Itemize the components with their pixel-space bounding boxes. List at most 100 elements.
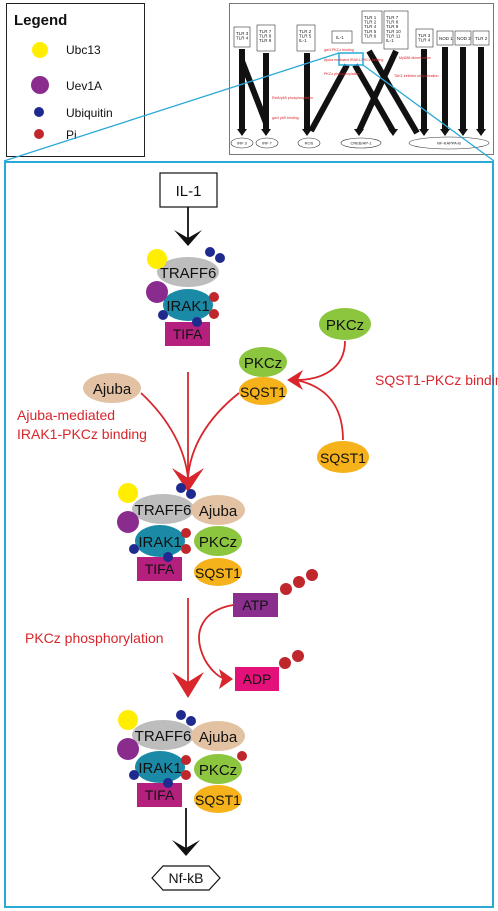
output-label: NF-KAPPA-B xyxy=(437,141,461,146)
adp-label: ADP xyxy=(243,671,272,687)
pi-dot xyxy=(181,755,191,765)
ubiquitin-dot xyxy=(215,253,225,263)
receptor-box xyxy=(383,10,409,50)
output-label: ROS xyxy=(305,141,314,146)
ubiquitin-dot xyxy=(163,552,173,562)
ajuba-binding-label-line2: IRAK1-PKCz binding xyxy=(17,426,147,442)
sqst1-label: SQST1 xyxy=(240,384,286,400)
phosphate-dot xyxy=(280,583,292,595)
adp-node xyxy=(235,667,279,691)
ubiquitin-dot xyxy=(129,770,139,780)
pkcz-free-node xyxy=(319,308,371,340)
complex-3: TRAFF6 IRAK1 TIFA Ajuba PKCz SQST1 xyxy=(117,710,247,813)
overview-note: Ajuba mediated IRAK1-PKCz binding xyxy=(324,58,383,62)
irak1-label: IRAK1 xyxy=(138,760,181,777)
ubiquitin-legend-label: Ubiquitin xyxy=(66,106,113,120)
receptor-box xyxy=(436,30,454,46)
ubiquitin-dot xyxy=(192,317,202,327)
receptor-label: IL-1 xyxy=(336,35,344,40)
phosphate-dot xyxy=(279,657,291,669)
output-node xyxy=(340,137,382,149)
uev1a-dot xyxy=(117,511,139,533)
sqst1-free-node xyxy=(317,441,369,473)
nfkb-arrowhead xyxy=(172,840,200,856)
receptor-box xyxy=(415,28,434,48)
atp-node xyxy=(233,593,278,617)
ajuba-node xyxy=(191,721,245,751)
output-node xyxy=(255,137,279,149)
ubc13-dot xyxy=(118,483,138,503)
receptor-box xyxy=(233,26,251,48)
ubiquitin-dot xyxy=(186,489,196,499)
complex-2: TRAFF6 IRAK1 TIFA Ajuba PKCz SQST1 xyxy=(117,483,245,586)
irak1-node xyxy=(135,525,185,557)
ubiquitin-legend-dot xyxy=(34,107,44,117)
ubiquitin-dot xyxy=(186,716,196,726)
sqst1-node xyxy=(194,558,242,586)
complex-1: TRAFF6 IRAK1 TIFA xyxy=(146,247,225,346)
uev1a-dot xyxy=(117,738,139,760)
uev1a-legend-dot xyxy=(31,76,49,94)
ajuba-node xyxy=(83,373,141,403)
ajuba-label: Ajuba xyxy=(199,503,238,520)
traff6-node xyxy=(132,720,194,750)
pkcz-node xyxy=(194,526,242,556)
sqst1-node xyxy=(194,785,242,813)
binding-arrowhead xyxy=(287,370,303,390)
pkcz-label: PKCz xyxy=(244,355,282,372)
pi-dot xyxy=(237,751,247,761)
traff6-label: TRAFF6 xyxy=(160,265,217,282)
traff6-label: TRAFF6 xyxy=(135,502,192,519)
ubc13-legend-dot xyxy=(32,42,48,58)
overview-note: TAK1 inhibitor ubiquitination xyxy=(394,74,438,78)
overview-note: ga/4 p65 binding xyxy=(272,116,299,120)
ajuba-binding-label-line1: Ajuba-mediated xyxy=(17,407,115,423)
uev1a-dot xyxy=(146,281,168,303)
ubc13-legend-label: Ubc13 xyxy=(66,43,101,57)
overview-note: PKCz phosphorylation xyxy=(324,72,360,76)
tifa-node xyxy=(137,557,182,581)
overview-note: RelA/p65 phosphorylation xyxy=(272,96,313,100)
ubiquitin-dot xyxy=(158,310,168,320)
pi-legend-label: Pi xyxy=(66,128,77,142)
overview-note: ga/4 PKCz binding xyxy=(324,48,354,52)
pi-dot xyxy=(181,544,191,554)
legend-title: Legend xyxy=(14,12,68,29)
il1-arrowhead xyxy=(174,230,202,246)
phosphorylation-arrowhead xyxy=(172,672,204,698)
irak1-node xyxy=(135,751,185,783)
pkcz-label: PKCz xyxy=(199,534,237,551)
nfkb-label: Nf-kB xyxy=(169,870,204,886)
tifa-label: TIFA xyxy=(145,561,175,577)
phosphate-dot xyxy=(292,650,304,662)
atp-adp-arrow xyxy=(198,604,234,680)
ajuba-label: Ajuba xyxy=(93,381,132,398)
traff6-node xyxy=(157,257,219,287)
ajuba-binding-arrow xyxy=(140,392,189,479)
ubiquitin-dot xyxy=(129,544,139,554)
phosphorylation-label: PKCz phosphorylation xyxy=(25,630,164,646)
ubc13-dot xyxy=(118,710,138,730)
sqst1-node xyxy=(239,377,287,405)
output-label: IRF 3 xyxy=(237,141,248,146)
pi-dot xyxy=(209,309,219,319)
phosphate-dot xyxy=(293,576,305,588)
pi-dot xyxy=(209,292,219,302)
output-label: IRF 7 xyxy=(262,141,273,146)
receptor-label: TLR 2 xyxy=(475,36,488,41)
ubiquitin-dot xyxy=(163,778,173,788)
traff6-node xyxy=(132,494,194,524)
tifa-label: TIFA xyxy=(145,787,175,803)
sqst1-label: SQST1 xyxy=(195,792,241,808)
sqst1-pkcz-binding-arrow xyxy=(295,379,344,441)
irak1-label: IRAK1 xyxy=(166,298,209,315)
main-mechanism-frame xyxy=(4,161,494,908)
